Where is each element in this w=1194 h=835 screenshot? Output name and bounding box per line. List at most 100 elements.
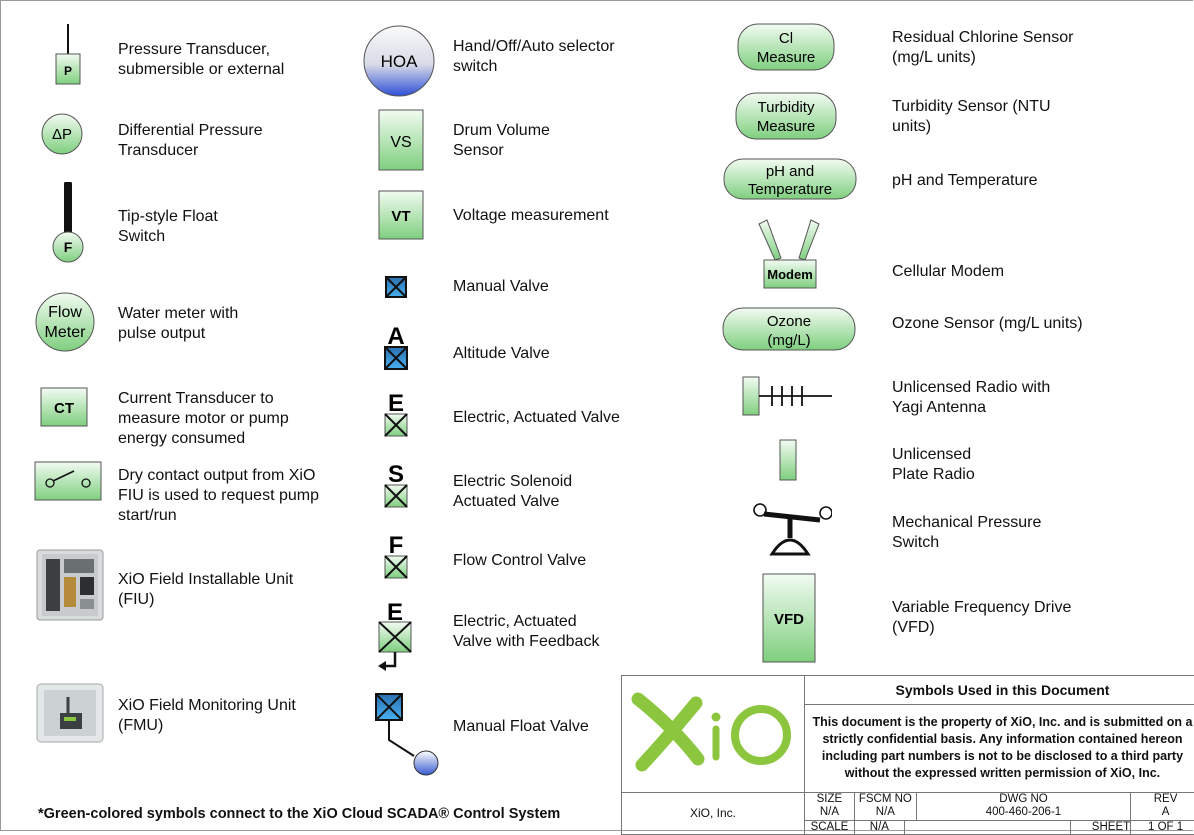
float-switch-abbr: F <box>64 239 73 255</box>
modem-abbr: Modem <box>767 267 813 282</box>
blank-cell <box>903 819 1072 835</box>
rev-label: REV <box>1153 793 1178 806</box>
chlorine-abbr-line1: Cl <box>779 30 793 47</box>
dwg-value: 400-460-206-1 <box>985 806 1062 819</box>
solenoid-valve-abbr: S <box>388 461 404 488</box>
sheet-value: 1 OF 1 <box>1130 819 1194 835</box>
xio-logo <box>631 692 791 772</box>
pressure-transducer-label: Pressure Transducer, submersible or exte… <box>118 41 285 78</box>
pressure-transducer-abbr: P <box>64 64 72 78</box>
vfd-label: Variable Frequency Drive (VFD) <box>892 599 1072 636</box>
flow-control-valve-abbr: F <box>389 532 404 559</box>
yagi-radio-icon <box>742 376 832 416</box>
float-switch-label: Tip-style Float Switch <box>118 208 218 245</box>
differential-pressure-icon: ΔP <box>41 113 83 155</box>
dry-contact-label: Dry contact output from XiO FIU is used … <box>118 467 319 524</box>
drum-volume-abbr: VS <box>390 134 411 151</box>
sheet-label: SHEET <box>1070 819 1132 835</box>
chlorine-label: Residual Chlorine Sensor (mg/L units) <box>892 29 1074 66</box>
drum-volume-label: Drum Volume Sensor <box>453 122 550 159</box>
current-transducer-abbr: CT <box>54 400 74 417</box>
manual-valve-label: Manual Valve <box>453 278 549 295</box>
ph-abbr-line2: Temperature <box>748 181 832 198</box>
electric-actuated-valve-icon: E <box>384 390 408 437</box>
ph-abbr-line1: pH and <box>766 163 814 180</box>
electric-valve-label: Electric, Actuated Valve <box>453 409 620 426</box>
pressure-transducer-icon: P <box>55 24 81 85</box>
manual-valve-icon <box>385 276 407 298</box>
document-title: Symbols Used in this Document <box>803 675 1194 705</box>
ozone-sensor-icon: Ozone (mg/L) <box>722 307 856 351</box>
feedback-valve-label: Electric, Actuated Valve with Feedback <box>453 613 600 650</box>
turbidity-abbr-line1: Turbidity <box>758 99 815 116</box>
dwg-label: DWG NO <box>999 793 1048 806</box>
solenoid-valve-label: Electric Solenoid Actuated Valve <box>453 473 573 510</box>
logo-cell <box>621 675 805 793</box>
vfd-icon: VFD <box>762 573 816 663</box>
fscm-label: FSCM NO <box>858 793 912 806</box>
current-transducer-icon: CT <box>40 387 88 427</box>
flow-control-valve-icon: F <box>384 532 408 579</box>
mech-pressure-label: Mechanical Pressure Switch <box>892 514 1042 551</box>
altitude-valve-abbr: A <box>387 323 404 350</box>
ph-temperature-sensor-icon: pH and Temperature <box>723 158 857 200</box>
ozone-label: Ozone Sensor (mg/L units) <box>892 315 1083 332</box>
yagi-radio-label: Unlicensed Radio with Yagi Antenna <box>892 379 1051 416</box>
plate-radio-icon <box>779 439 797 481</box>
current-transducer-label: Current Transducer to measure motor or p… <box>118 390 289 447</box>
confidentiality-notice: This document is the property of XiO, In… <box>803 704 1194 793</box>
altitude-valve-icon: A <box>384 323 408 370</box>
size-value: N/A <box>819 806 840 819</box>
scale-value: N/A <box>853 819 905 835</box>
cellular-modem-icon: Modem <box>758 219 820 289</box>
flow-meter-icon: Flow Meter <box>35 292 95 352</box>
ozone-abbr-line2: (mg/L) <box>767 332 810 349</box>
flow-meter-abbr-line2: Meter <box>45 324 87 341</box>
turbidity-abbr-line2: Measure <box>757 118 815 135</box>
hoa-selector-icon: HOA <box>363 25 435 97</box>
voltage-label: Voltage measurement <box>453 207 609 224</box>
scale-label: SCALE <box>803 819 855 835</box>
differential-pressure-label: Differential Pressure Transducer <box>118 122 263 159</box>
turbidity-sensor-icon: Turbidity Measure <box>735 92 837 140</box>
hoa-label: Hand/Off/Auto selector switch <box>453 38 615 75</box>
manual-float-valve-label: Manual Float Valve <box>453 718 589 735</box>
flow-meter-abbr-line1: Flow <box>48 304 82 321</box>
plate-radio-label: Unlicensed Plate Radio <box>892 446 975 483</box>
voltage-measurement-icon: VT <box>378 190 424 240</box>
float-switch-icon: F <box>52 182 84 263</box>
fmu-label: XiO Field Monitoring Unit (FMU) <box>118 697 296 734</box>
chlorine-sensor-icon: Cl Measure <box>737 23 835 71</box>
fmu-enclosure-image <box>36 683 104 743</box>
footnote: *Green-colored symbols connect to the Xi… <box>38 806 561 822</box>
feedback-valve-abbr: E <box>387 599 403 626</box>
vfd-abbr: VFD <box>774 611 804 628</box>
size-label: SIZE <box>816 793 843 806</box>
company-name: XiO, Inc. <box>621 791 805 835</box>
title-block: Symbols Used in this Document This docum… <box>621 675 1194 835</box>
flow-control-valve-label: Flow Control Valve <box>453 552 587 569</box>
dry-contact-switch-icon <box>34 461 102 501</box>
ph-temperature-label: pH and Temperature <box>892 172 1038 189</box>
mechanical-pressure-switch-icon <box>753 503 832 556</box>
fscm-value: N/A <box>875 806 895 819</box>
ozone-abbr-line1: Ozone <box>767 313 811 330</box>
altitude-valve-label: Altitude Valve <box>453 345 550 362</box>
drum-volume-sensor-icon: VS <box>378 109 424 171</box>
fiu-label: XiO Field Installable Unit (FIU) <box>118 571 294 608</box>
electric-valve-abbr: E <box>388 390 404 417</box>
differential-pressure-abbr: ΔP <box>52 126 72 143</box>
rev-value: A <box>1161 806 1170 819</box>
fiu-enclosure-image <box>36 549 104 621</box>
manual-float-valve-icon <box>375 693 439 776</box>
modem-label: Cellular Modem <box>892 263 1005 280</box>
voltage-abbr: VT <box>391 208 410 225</box>
feedback-valve-icon: E <box>378 599 412 671</box>
chlorine-abbr-line2: Measure <box>757 49 815 66</box>
flow-meter-label: Water meter with pulse output <box>118 305 239 342</box>
turbidity-label: Turbidity Sensor (NTU units) <box>892 98 1051 135</box>
